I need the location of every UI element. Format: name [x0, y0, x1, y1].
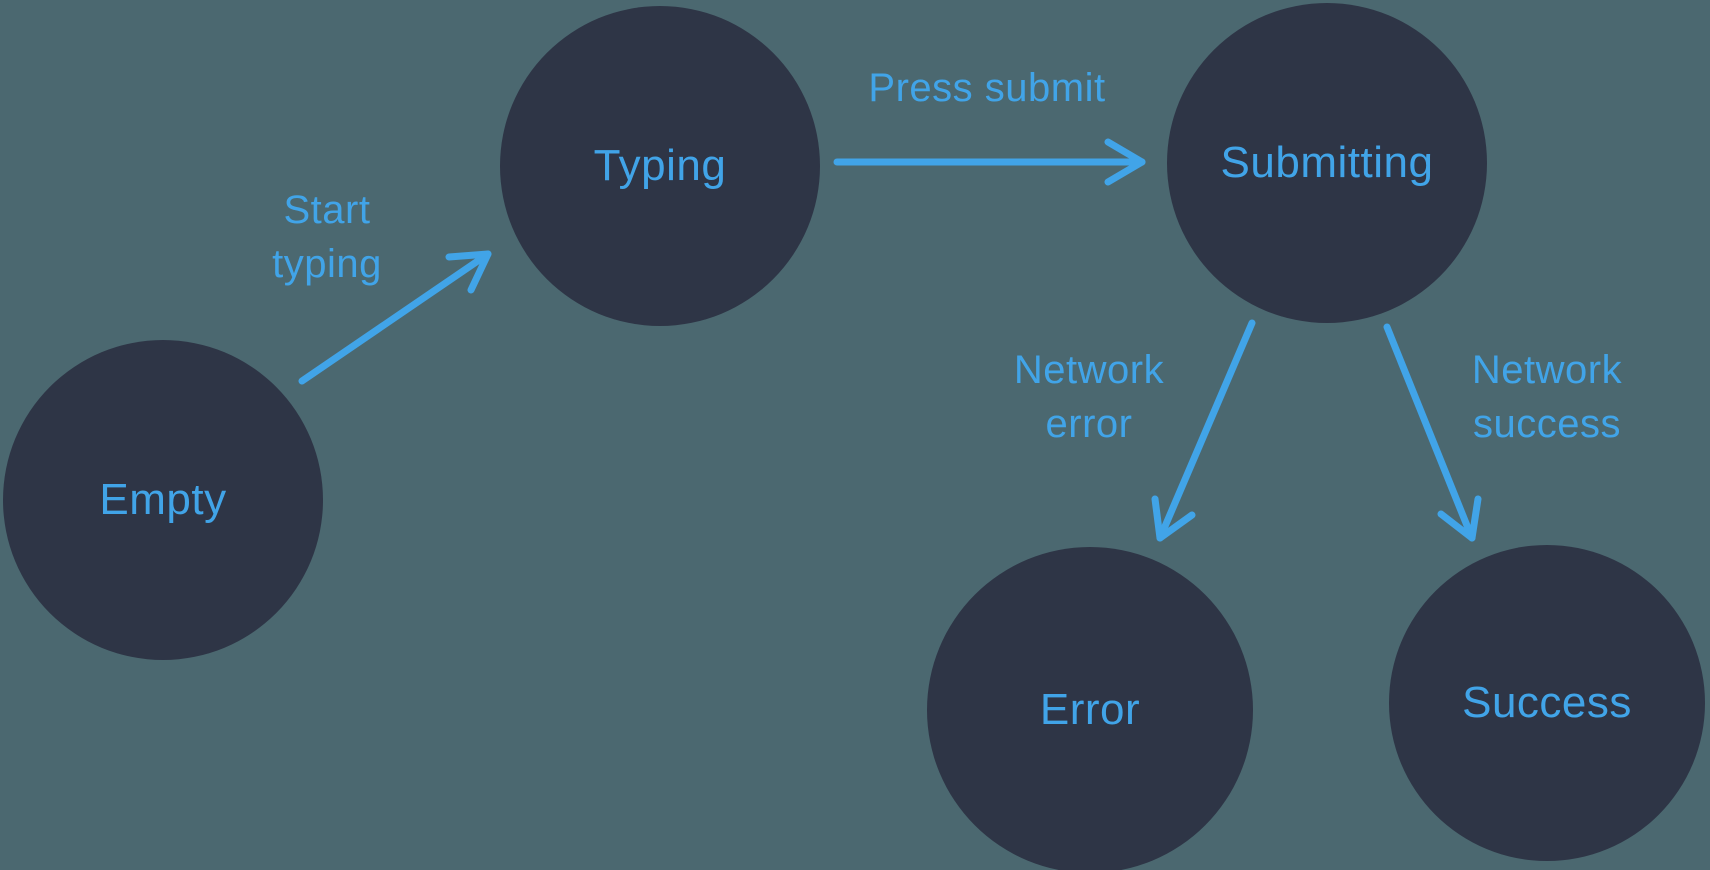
arrow-head-icon — [1104, 138, 1146, 186]
transition-label-network-success: Network success — [1471, 348, 1623, 446]
state-label-success: Success — [1462, 678, 1632, 727]
state-label-typing: Typing — [593, 141, 727, 190]
state-node-empty: Empty — [3, 340, 323, 660]
transition-label-start-typing: Start typing — [272, 188, 382, 286]
arrow-head-icon — [1151, 495, 1196, 542]
state-label-empty: Empty — [99, 475, 227, 524]
state-node-success: Success — [1389, 545, 1705, 861]
state-label-submitting: Submitting — [1220, 138, 1434, 187]
transition-label-network-error: Network error — [1013, 348, 1165, 446]
arrow-head-icon — [445, 250, 492, 294]
arrow-head-icon — [1437, 495, 1482, 542]
state-node-submitting: Submitting — [1167, 3, 1487, 323]
transition-arrow-typing-submitting — [833, 138, 1146, 186]
state-node-typing: Typing — [500, 6, 820, 326]
state-node-error: Error — [927, 547, 1253, 870]
state-label-error: Error — [1039, 685, 1141, 734]
transition-label-press-submit: Press submit — [868, 66, 1106, 110]
